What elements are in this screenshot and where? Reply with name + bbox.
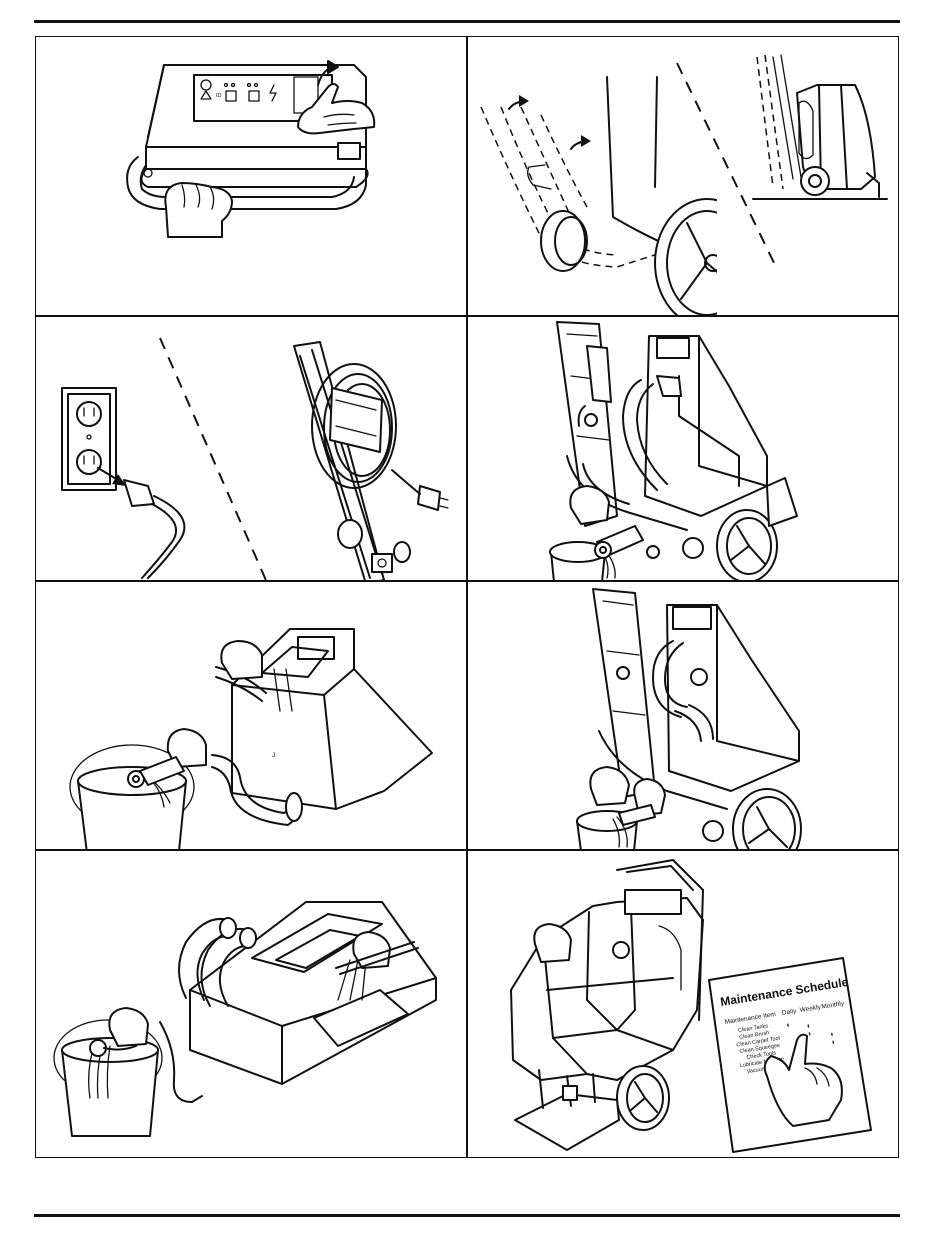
panel-tilt-handle xyxy=(467,37,900,315)
drain-hose-bucket-illustration xyxy=(467,316,900,580)
panel-unplug-cord xyxy=(36,316,466,580)
maintenance-schedule-sheet: Maintenance Schedule Maintenance Item Da… xyxy=(709,958,871,1152)
svg-text:ID: ID xyxy=(216,93,222,99)
rinse-solution-tank-illustration xyxy=(36,850,466,1159)
drain-solution-illustration xyxy=(467,581,900,849)
panel-maintenance-schedule: Maintenance Schedule Maintenance Item Da… xyxy=(467,850,900,1159)
panel-rinse-recovery-tank: J xyxy=(36,581,466,849)
power-cord-outlet-illustration xyxy=(36,316,466,580)
rinse-tank-illustration: J xyxy=(36,581,466,849)
illustration-grid: ID xyxy=(35,36,899,1158)
bottom-rule xyxy=(34,1214,900,1217)
power-switch-hand-illustration: ID xyxy=(36,37,466,315)
panel-drain-recovery xyxy=(467,316,900,580)
panel-switch-off: ID xyxy=(36,37,466,315)
panel-drain-solution xyxy=(467,581,900,849)
panel-rinse-solution-tank xyxy=(36,850,466,1159)
maintenance-schedule-illustration: Maintenance Schedule Maintenance Item Da… xyxy=(467,850,900,1159)
top-rule xyxy=(34,20,900,23)
tilt-machine-illustration xyxy=(467,37,900,315)
svg-text:J: J xyxy=(272,752,275,759)
